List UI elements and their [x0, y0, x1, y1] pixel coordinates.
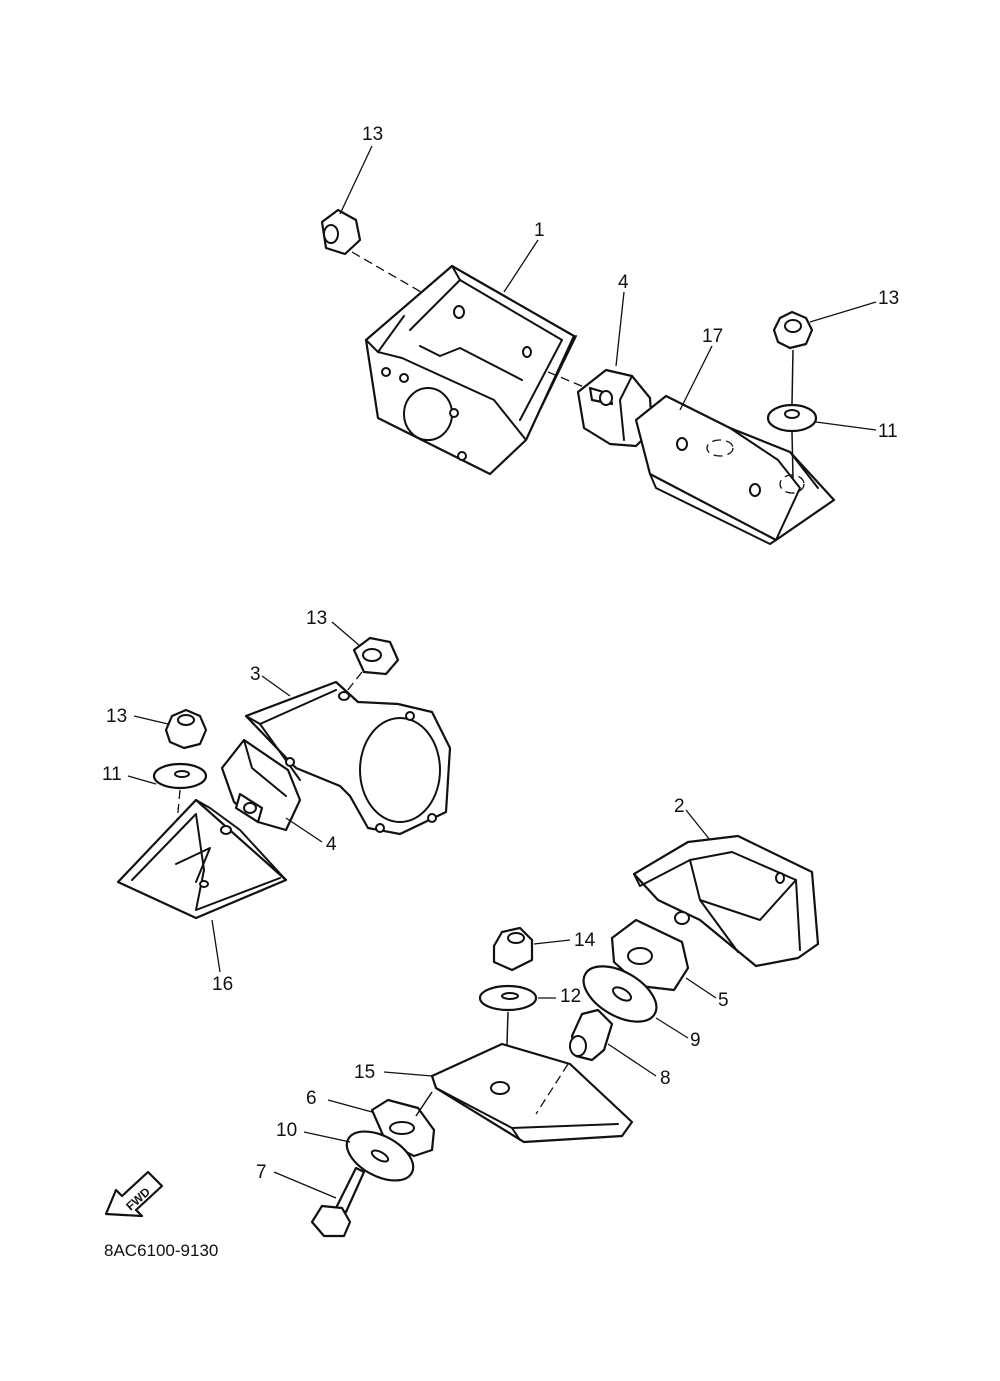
leader-lines	[127, 145, 877, 1199]
callout-16: 16	[212, 974, 233, 995]
flange-nut-13-left	[164, 708, 208, 750]
base-plate-15	[430, 1042, 634, 1144]
callout-1: 1	[534, 220, 545, 241]
callout-4: 4	[618, 272, 629, 293]
callout-5: 5	[718, 990, 729, 1011]
callout-7: 7	[256, 1162, 267, 1183]
callout-2: 2	[674, 796, 685, 817]
washer-12	[478, 984, 538, 1077]
flange-nut-13-right	[772, 310, 814, 405]
bracket-3	[244, 680, 452, 836]
callout-6: 6	[306, 1088, 317, 1109]
rubber-mount-4-middle	[220, 738, 302, 832]
rubber-mount-4-top	[547, 368, 654, 448]
callout-11: 11	[878, 421, 898, 442]
base-bracket-16	[116, 798, 288, 920]
callout-4: 4	[326, 834, 337, 855]
callout-14: 14	[574, 930, 596, 951]
callout-11: 11	[102, 764, 122, 785]
washer-11-top	[766, 403, 818, 479]
bracket-2	[632, 834, 820, 968]
callout-8: 8	[660, 1068, 671, 1089]
callout-10: 10	[276, 1120, 297, 1141]
washer-10	[345, 1130, 415, 1182]
part-code: 8AC6100-9130	[104, 1241, 218, 1260]
callout-9: 9	[690, 1030, 701, 1051]
callout-13: 13	[878, 288, 899, 309]
callout-3: 3	[250, 664, 261, 685]
callout-13: 13	[306, 608, 327, 629]
rubber-cushion-5	[610, 918, 690, 992]
callout-17: 17	[702, 326, 723, 347]
collar-8	[569, 1008, 614, 1062]
bolt-7	[310, 1166, 366, 1238]
washer-9	[582, 965, 658, 1023]
callout-labels: 13 1 4 17 13 11 13 3 13 11 4 16 2 14 12 …	[102, 124, 899, 1183]
callout-15: 15	[354, 1062, 375, 1083]
flange-nut-14	[492, 926, 534, 972]
flange-nut-13-top	[320, 208, 453, 311]
flange-nut-13-middle	[339, 636, 400, 701]
bracket-17	[634, 394, 836, 545]
callout-13: 13	[106, 706, 127, 727]
bracket-1	[364, 264, 577, 476]
fwd-arrow-icon: FWD	[104, 1170, 164, 1218]
callout-12: 12	[560, 986, 581, 1007]
callout-13: 13	[362, 124, 383, 145]
